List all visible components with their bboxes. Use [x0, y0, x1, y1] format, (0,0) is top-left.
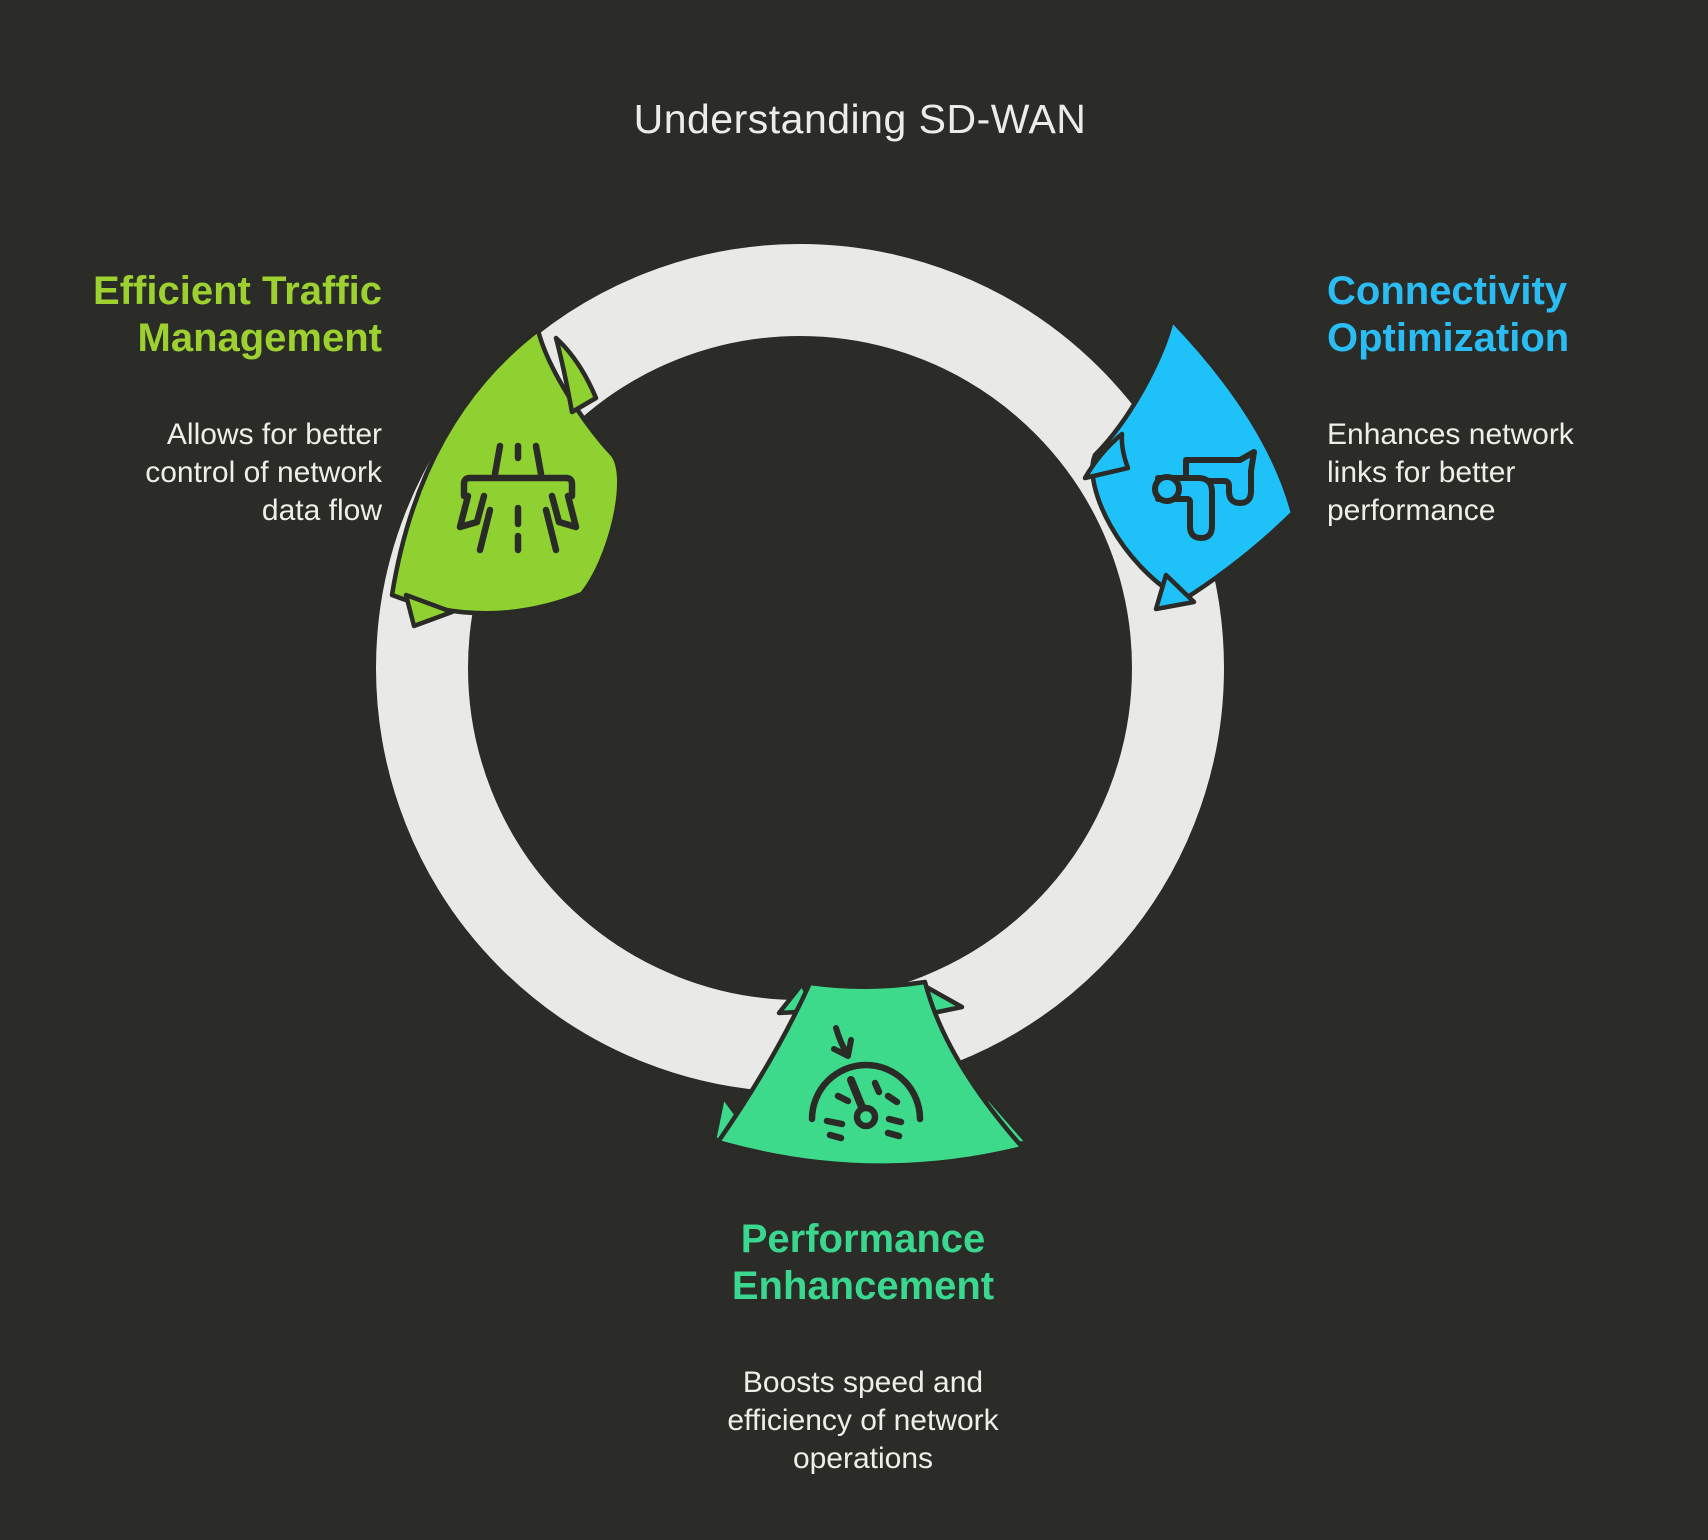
speedometer-tick-1: [834, 1092, 852, 1105]
network-link-arrow-large: [1183, 449, 1257, 506]
highway-bridge-right-leg: [548, 492, 580, 531]
section-description: Boosts speed and efficiency of network o…: [727, 1366, 999, 1475]
traffic-wedge-wing-base: [403, 592, 455, 629]
down-arrow-icon: [831, 1025, 854, 1059]
connectivity-wedge: [1082, 317, 1296, 612]
highway-road-left-lower: [476, 506, 494, 554]
section-connectivity-optimization: Connectivity Optimization Enhances netwo…: [1327, 250, 1687, 548]
performance-wedge: [711, 979, 1031, 1168]
section-description: Allows for better control of network dat…: [145, 418, 382, 527]
section-heading: Connectivity Optimization: [1327, 269, 1570, 360]
traffic-wedge-body: [389, 327, 622, 616]
speedometer-tick-6: [826, 1131, 845, 1142]
section-efficient-traffic-management: Efficient Traffic Management Allows for …: [40, 250, 382, 548]
speedometer-dial-arc: [808, 1061, 924, 1123]
network-links-icon: [1152, 449, 1257, 541]
page-title: Understanding SD-WAN: [633, 96, 1087, 142]
highway-icon: [456, 442, 580, 554]
connectivity-wedge-wing-base: [1153, 572, 1197, 612]
speedometer-tick-4: [823, 1117, 846, 1128]
highway-bridge: [460, 474, 576, 500]
section-description: Enhances network links for better perfor…: [1327, 418, 1574, 527]
section-performance-enhancement: Performance Enhancement Boosts speed and…: [613, 1198, 1113, 1496]
section-heading: Performance Enhancement: [731, 1217, 995, 1308]
performance-wedge-body: [715, 979, 1026, 1168]
connectivity-wedge-wing-left: [1082, 431, 1131, 481]
highway-bridge-left-leg: [456, 492, 488, 531]
highway-road-right-lower: [542, 506, 560, 554]
traffic-wedge: [389, 327, 622, 629]
speedometer-icon: [808, 1025, 924, 1142]
highway-road-left-upper: [491, 442, 504, 478]
speedometer-tick-7: [884, 1129, 903, 1140]
speedometer-hub: [853, 1104, 879, 1130]
speedometer-tick-3: [884, 1092, 901, 1106]
highway-road-right-upper: [532, 442, 545, 478]
section-heading: Efficient Traffic Management: [93, 269, 382, 360]
traffic-wedge-wing-tip: [553, 335, 599, 415]
down-arrow-head: [831, 1037, 854, 1059]
speedometer-tick-2: [871, 1079, 883, 1096]
network-link-node: [1152, 474, 1182, 504]
speedometer-tick-5: [885, 1115, 905, 1126]
